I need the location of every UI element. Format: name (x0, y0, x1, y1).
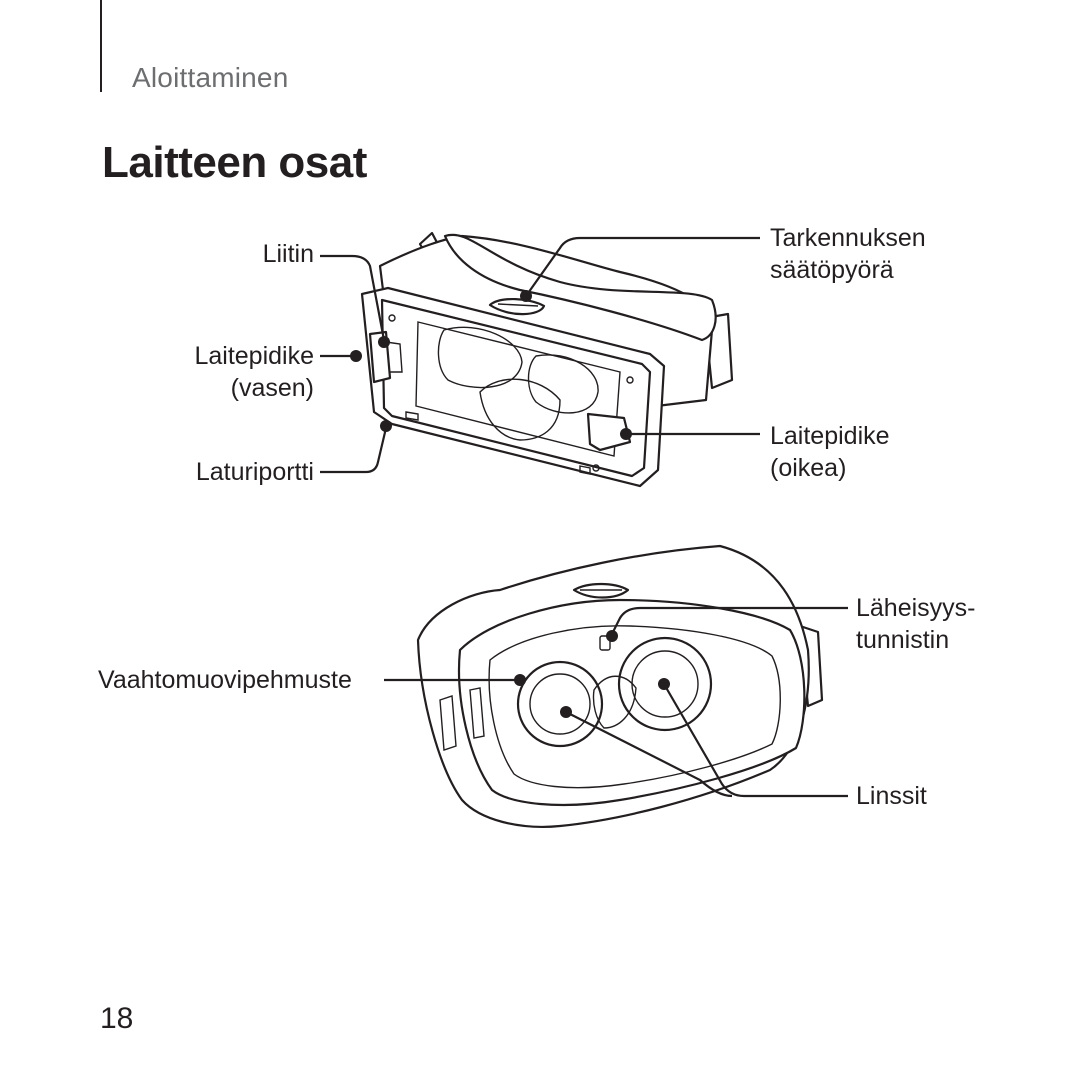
label-laitepidike-vasen: Laitepidike (vasen) (194, 342, 314, 402)
label-liitin: Liitin (262, 240, 314, 268)
laitepidike-oikea-dot (620, 428, 632, 440)
label-tarkennuksen-saatopyora: Tarkennuksen säätöpyörä (770, 224, 926, 284)
vaahtomuovi-dot (514, 674, 526, 686)
liitin-dot (378, 336, 390, 348)
linssit-dot-left (560, 706, 572, 718)
liitin-leader (320, 254, 386, 341)
laheisyys-leader (611, 606, 848, 635)
laturiportti-dot (380, 420, 392, 432)
headset-back-illustration (416, 544, 824, 828)
label-laitepidike-oikea: Laitepidike (oikea) (770, 422, 890, 482)
label-vaahtomuovipehmuste: Vaahtomuovipehmuste (98, 666, 352, 694)
tarkennuksen-dot (520, 290, 532, 302)
laitepidike-vasen-dot (350, 350, 362, 362)
linssit-dot-right (658, 678, 670, 690)
laheisyys-dot (606, 630, 618, 642)
headset-front-illustration (360, 231, 734, 488)
page-title: Laitteen osat (102, 138, 367, 187)
label-laheisyystunnistin: Läheisyys- tunnistin (856, 594, 976, 654)
label-laturiportti: Laturiportti (195, 458, 314, 486)
header-rule (100, 0, 102, 92)
linssit-leader-right (663, 683, 848, 798)
laturiportti-leader (320, 427, 388, 474)
chapter-heading: Aloittaminen (132, 62, 289, 93)
tarkennuksen-leader (525, 236, 760, 297)
page-number: 18 (100, 1002, 134, 1035)
label-linssit: Linssit (856, 782, 927, 810)
linssit-leader-left (565, 711, 733, 798)
